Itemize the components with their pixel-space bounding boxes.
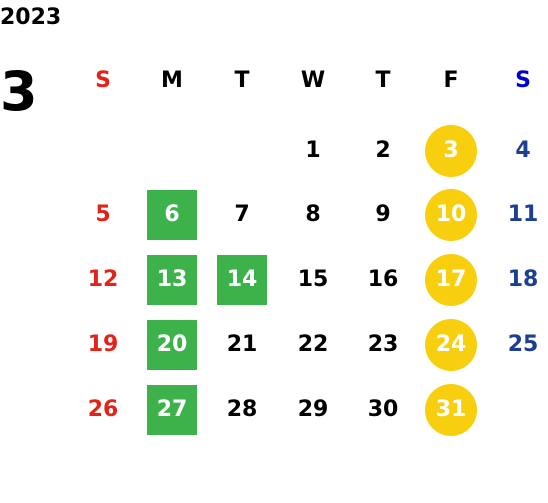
calendar-day[interactable]: 21 [226, 332, 258, 357]
calendar-day[interactable]: 12 [87, 267, 119, 292]
calendar-day[interactable]: 31 [425, 384, 477, 436]
calendar-day[interactable]: 1 [305, 138, 321, 163]
calendar-day[interactable]: 4 [515, 138, 531, 163]
calendar-day[interactable]: 10 [425, 189, 477, 241]
calendar-day[interactable]: 26 [87, 397, 119, 422]
calendar-day[interactable]: 7 [234, 202, 250, 227]
calendar-day[interactable]: 11 [507, 202, 539, 227]
weekday-header: W [300, 68, 326, 93]
calendar-day[interactable]: 22 [297, 332, 329, 357]
calendar-day[interactable]: 25 [507, 332, 539, 357]
calendar-day[interactable]: 2 [375, 138, 391, 163]
calendar-day[interactable]: 20 [147, 320, 197, 370]
calendar-day[interactable]: 30 [367, 397, 399, 422]
calendar-day[interactable]: 3 [425, 125, 477, 177]
calendar-day[interactable]: 23 [367, 332, 399, 357]
weekday-header: F [443, 68, 459, 93]
calendar-day[interactable]: 28 [226, 397, 258, 422]
calendar-day[interactable]: 29 [297, 397, 329, 422]
month-number: 3 [0, 60, 38, 123]
calendar-day[interactable]: 16 [367, 267, 399, 292]
calendar-day[interactable]: 24 [425, 319, 477, 371]
year-label: 2023 [0, 5, 62, 30]
weekday-header: S [95, 68, 111, 93]
calendar-day[interactable]: 13 [147, 255, 197, 305]
calendar-day[interactable]: 27 [147, 385, 197, 435]
calendar-day[interactable]: 18 [507, 267, 539, 292]
calendar-day[interactable]: 17 [425, 254, 477, 306]
calendar-day[interactable]: 14 [217, 255, 267, 305]
calendar-day[interactable]: 19 [87, 332, 119, 357]
weekday-header: T [234, 68, 250, 93]
weekday-header: S [515, 68, 531, 93]
calendar-day[interactable]: 6 [147, 190, 197, 240]
calendar-day[interactable]: 15 [297, 267, 329, 292]
calendar-day[interactable]: 5 [95, 202, 111, 227]
weekday-header: M [161, 68, 183, 93]
calendar-day[interactable]: 9 [375, 202, 391, 227]
calendar-day[interactable]: 8 [305, 202, 321, 227]
weekday-header: T [375, 68, 391, 93]
